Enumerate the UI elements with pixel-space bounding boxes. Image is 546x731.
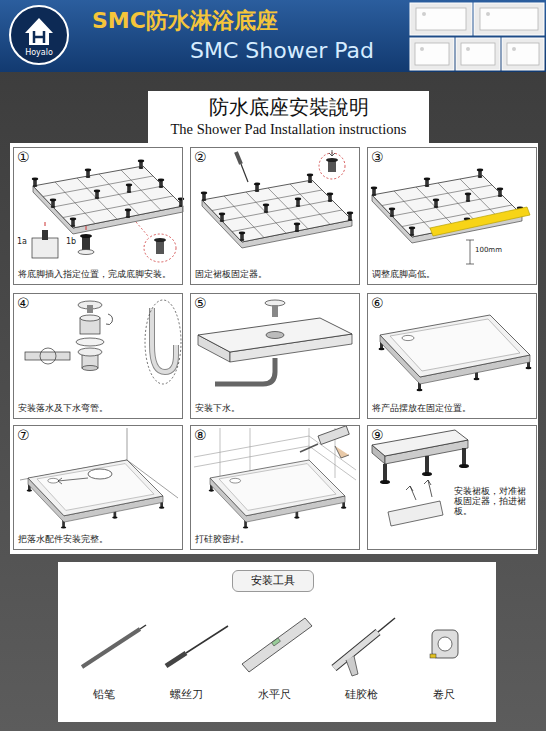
step-panel: ⑦ 把落水配件安装完整。 — [13, 425, 183, 550]
step-number: ② — [194, 149, 207, 166]
step-number: ⑥ — [371, 295, 384, 312]
tools-title: 安装工具 — [251, 574, 295, 587]
title-banner: SMC防水淋浴底座 SMC Shower Pad Hoyalo — [0, 0, 546, 72]
step-number: ③ — [371, 149, 384, 166]
tool-label: 水平尺 — [258, 688, 291, 701]
step-caption: 打硅胶密封。 — [195, 534, 249, 544]
tools-heading: 安装工具 — [232, 570, 314, 592]
heading-panel: 防水底座安裝說明 The Shower Pad Installation inst… — [148, 91, 429, 143]
step-number: ⑦ — [17, 427, 30, 444]
step-panel: ⑨ 安装裙板，对准裙板固定器，拍进裙板。 — [367, 425, 537, 550]
brand-name: Hoyalo — [25, 48, 53, 58]
step-panel: ② 固定裙板固定器。 — [190, 147, 360, 285]
tool-label: 硅胶枪 — [345, 688, 378, 701]
step-number: ⑤ — [194, 295, 207, 312]
dimension-label: 100mm — [475, 246, 502, 254]
step-caption: 安装落水及下水弯管。 — [18, 403, 108, 413]
brand-logo: Hoyalo — [8, 4, 70, 66]
heading-en: The Shower Pad Installation instructions — [171, 121, 407, 138]
banner-title: SMC防水淋浴底座 — [92, 8, 278, 34]
step-caption: 安装下水。 — [195, 403, 240, 413]
banner-subtitle: SMC Shower Pad — [190, 38, 374, 64]
step-panel: ⑤ 安装下水。 — [190, 293, 360, 419]
step-caption: 将产品摆放在固定位置。 — [372, 403, 471, 413]
step-caption: 调整底脚高低。 — [372, 269, 435, 279]
part-label: 1b — [66, 237, 76, 247]
tool-label: 螺丝刀 — [170, 688, 203, 701]
step-caption: 固定裙板固定器。 — [195, 269, 267, 279]
step-panel: ⑧ 打硅胶密封。 — [190, 425, 360, 550]
tool-label: 卷尺 — [433, 688, 455, 701]
step-caption: 把落水配件安装完整。 — [18, 534, 108, 544]
step-number: ⑨ — [371, 427, 384, 444]
step-panel: ⑥ 将产品摆放在固定位置。 — [367, 293, 537, 419]
step-number: ① — [17, 149, 30, 166]
part-label: 1a — [17, 237, 27, 247]
step-caption: 安装裙板，对准裙板固定器，拍进裙板。 — [454, 486, 534, 517]
step-number: ④ — [17, 295, 30, 312]
heading-zh: 防水底座安裝說明 — [209, 95, 369, 119]
step-panel: ① 将底脚插入指定位置，完成底脚安装。 — [13, 147, 183, 285]
step-number: ⑧ — [194, 427, 207, 444]
tool-label: 铅笔 — [93, 688, 115, 701]
step-panel: ④ 安装落水及下水弯管。 — [13, 293, 183, 419]
step-panel: ③ 调整底脚高低。 — [367, 147, 537, 285]
step-caption: 将底脚插入指定位置，完成底脚安装。 — [18, 269, 171, 279]
